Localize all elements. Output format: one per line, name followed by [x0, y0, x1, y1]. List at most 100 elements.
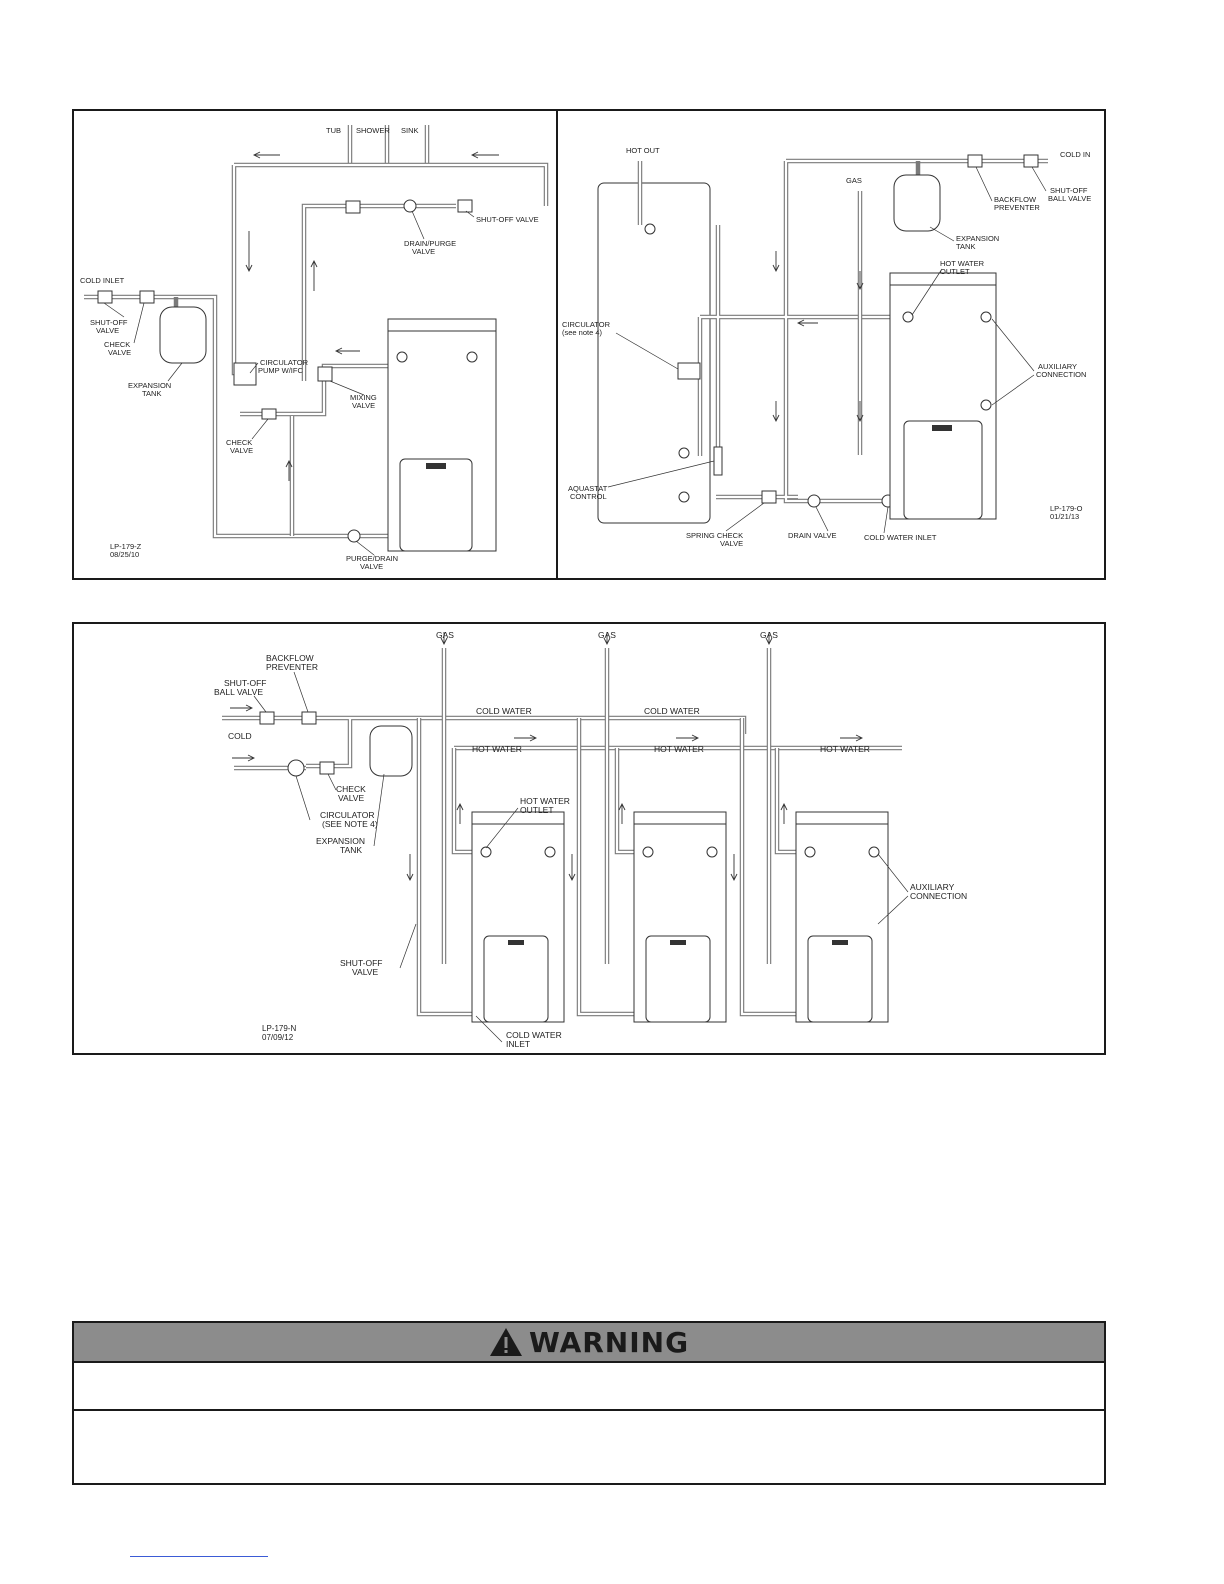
shutoff-ball-valve	[259, 711, 275, 725]
water-heater-unit-1	[471, 811, 565, 1023]
svg-text:TANK: TANK	[142, 389, 161, 398]
svg-text:DRAIN/PURGE: DRAIN/PURGE	[404, 239, 456, 248]
spring-check-valve	[761, 490, 777, 504]
svg-text:EXPANSION: EXPANSION	[128, 381, 171, 390]
svg-text:LP-179-N: LP-179-N	[262, 1024, 296, 1033]
svg-text:BACKFLOW: BACKFLOW	[266, 653, 314, 663]
svg-text:PURGE/DRAIN: PURGE/DRAIN	[346, 554, 398, 563]
svg-text:GAS: GAS	[760, 630, 778, 640]
check-valve	[139, 290, 155, 304]
svg-text:AQUASTAT: AQUASTAT	[568, 484, 608, 493]
svg-text:LP-179-O: LP-179-O	[1050, 504, 1083, 513]
svg-text:VALVE: VALVE	[352, 967, 378, 977]
svg-text:COLD WATER: COLD WATER	[644, 706, 700, 716]
check-valve-2	[261, 408, 277, 420]
svg-text:HOT WATER: HOT WATER	[820, 744, 870, 754]
svg-text:AUXILIARY: AUXILIARY	[1038, 362, 1077, 371]
svg-text:VALVE: VALVE	[360, 562, 383, 571]
svg-text:VALVE: VALVE	[96, 326, 119, 335]
circulator	[287, 759, 305, 777]
svg-text:BALL VALVE: BALL VALVE	[1048, 194, 1091, 203]
warning-title: WARNING	[528, 1325, 690, 1359]
svg-text:SINK: SINK	[401, 126, 419, 135]
svg-text:SHUT-OFF: SHUT-OFF	[224, 678, 267, 688]
svg-text:CIRCULATOR: CIRCULATOR	[260, 358, 309, 367]
circulator	[677, 362, 701, 380]
svg-text:EXPANSION: EXPANSION	[956, 234, 999, 243]
boiler-unit	[903, 420, 983, 520]
svg-text:SHOWER: SHOWER	[356, 126, 390, 135]
shutoff-valve-2	[345, 200, 361, 214]
check-valve	[319, 761, 335, 775]
svg-text:(SEE NOTE 4): (SEE NOTE 4)	[322, 819, 378, 829]
svg-text:HOT WATER: HOT WATER	[520, 796, 570, 806]
svg-text:BALL VALVE: BALL VALVE	[214, 687, 263, 697]
svg-text:SHUT-OFF: SHUT-OFF	[340, 958, 383, 968]
svg-text:INLET: INLET	[506, 1039, 530, 1049]
svg-text:HOT OUT: HOT OUT	[626, 146, 660, 155]
svg-text:MIXING: MIXING	[350, 393, 377, 402]
water-heater-unit-2	[633, 811, 727, 1023]
purge-drain-valve	[347, 529, 361, 543]
expansion-tank	[159, 306, 207, 364]
svg-text:DRAIN VALVE: DRAIN VALVE	[788, 531, 837, 540]
piping-diagram-1: TUB SHOWER SINK COLD INLET SHUT-OFFVALVE…	[80, 125, 549, 571]
shutoff-valve	[97, 290, 113, 304]
svg-text:01/21/13: 01/21/13	[1050, 512, 1079, 521]
svg-text:HOT WATER: HOT WATER	[940, 259, 985, 268]
svg-text:HOT WATER: HOT WATER	[472, 744, 522, 754]
svg-text:PREVENTER: PREVENTER	[994, 203, 1040, 212]
svg-text:07/09/12: 07/09/12	[262, 1033, 294, 1042]
svg-text:VALVE: VALVE	[720, 539, 743, 548]
footer-link-underline[interactable]	[130, 1556, 268, 1557]
svg-text:LP-179-Z: LP-179-Z	[110, 542, 142, 551]
svg-text:BACKFLOW: BACKFLOW	[994, 195, 1037, 204]
storage-tank	[597, 182, 711, 524]
svg-text:AUXILIARY: AUXILIARY	[910, 882, 955, 892]
svg-text:SPRING CHECK: SPRING CHECK	[686, 531, 743, 540]
svg-text:CIRCULATOR: CIRCULATOR	[320, 810, 374, 820]
expansion-tank	[369, 725, 413, 777]
warning-header: WARNING	[74, 1323, 1104, 1363]
svg-text:CHECK: CHECK	[104, 340, 130, 349]
svg-text:EXPANSION: EXPANSION	[316, 836, 365, 846]
svg-text:HOT WATER: HOT WATER	[654, 744, 704, 754]
backflow-preventer	[967, 154, 983, 168]
svg-text:COLD: COLD	[228, 731, 252, 741]
svg-text:VALVE: VALVE	[352, 401, 375, 410]
svg-text:PUMP W/IFC: PUMP W/IFC	[258, 366, 303, 375]
svg-text:COLD WATER: COLD WATER	[506, 1030, 562, 1040]
svg-text:OUTLET: OUTLET	[520, 805, 554, 815]
svg-text:GAS: GAS	[846, 176, 862, 185]
svg-text:TANK: TANK	[956, 242, 975, 251]
svg-text:OUTLET: OUTLET	[940, 267, 970, 276]
svg-text:COLD IN: COLD IN	[1060, 150, 1090, 159]
drain-valve	[807, 494, 821, 508]
svg-text:CONNECTION: CONNECTION	[910, 891, 967, 901]
warning-box: WARNING	[72, 1321, 1106, 1485]
svg-text:GAS: GAS	[598, 630, 616, 640]
svg-text:PREVENTER: PREVENTER	[266, 662, 318, 672]
svg-text:SHUT-OFF: SHUT-OFF	[90, 318, 128, 327]
svg-text:CONTROL: CONTROL	[570, 492, 607, 501]
svg-text:VALVE: VALVE	[230, 446, 253, 455]
shutoff-valve-3	[457, 199, 473, 213]
expansion-tank	[893, 174, 941, 232]
svg-text:CHECK: CHECK	[336, 784, 366, 794]
svg-text:COLD WATER INLET: COLD WATER INLET	[864, 533, 937, 542]
water-heater-unit-3	[795, 811, 889, 1023]
svg-text:08/25/10: 08/25/10	[110, 550, 139, 559]
svg-text:CONNECTION: CONNECTION	[1036, 370, 1086, 379]
mixing-valve	[317, 366, 333, 382]
svg-text:(see note 4): (see note 4)	[562, 328, 603, 337]
drain-purge-valve	[403, 199, 417, 213]
svg-text:SHUT-OFF: SHUT-OFF	[1050, 186, 1088, 195]
warning-row	[74, 1363, 1104, 1411]
svg-text:TUB: TUB	[326, 126, 341, 135]
backflow-preventer	[301, 711, 317, 725]
svg-text:TANK: TANK	[340, 845, 362, 855]
